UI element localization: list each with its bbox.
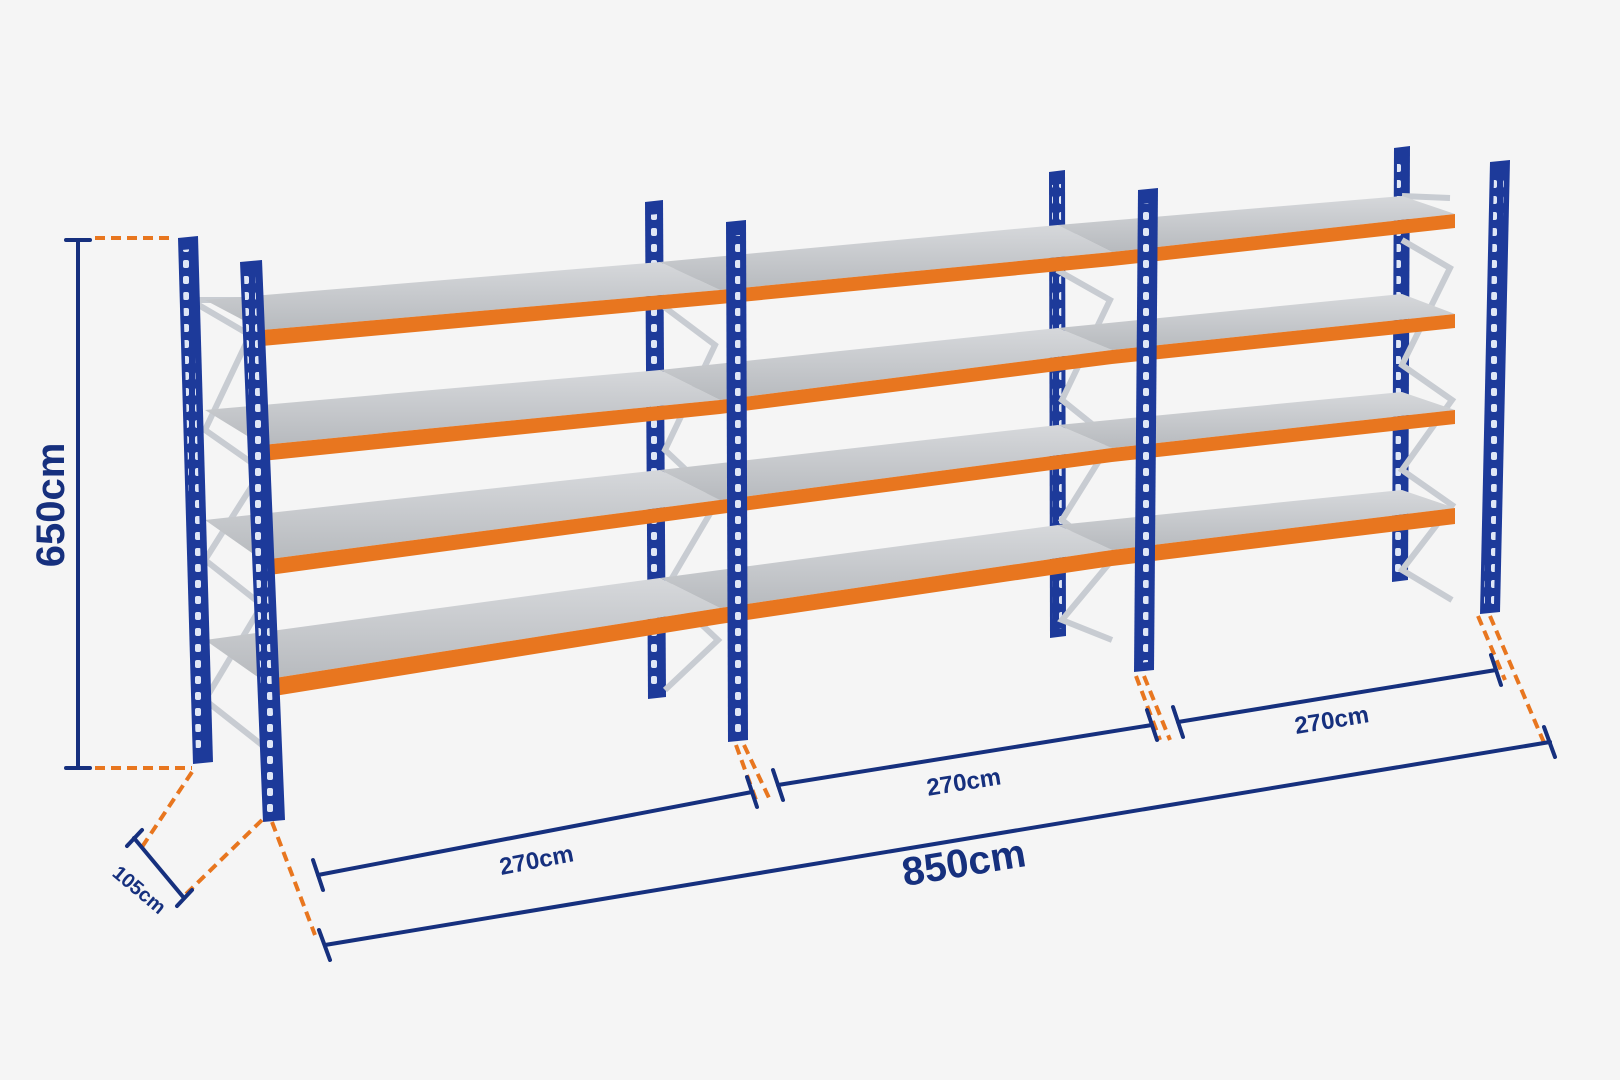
bay-2-beam-1 <box>720 252 1112 304</box>
bay-1-deck-2 <box>205 370 720 445</box>
bay-3-deck-4 <box>1058 490 1455 550</box>
front-upright-3 <box>1480 160 1510 614</box>
bay-1-deck-1 <box>205 262 720 330</box>
bay-1-beam-1 <box>262 290 720 346</box>
bay-1-beam-3 <box>262 500 720 576</box>
bay-3-deck-3 <box>1058 392 1455 448</box>
bay-2-beam-3 <box>720 448 1112 514</box>
height-dimension-line <box>64 238 92 770</box>
height-label: 650cm <box>29 443 73 568</box>
bay-3-beam-1 <box>1112 214 1455 266</box>
bay-1-width-label: 270cm <box>497 840 575 881</box>
side-bracing <box>188 193 1457 748</box>
bay-2-width-label: 270cm <box>925 763 1003 801</box>
bay-1-beam-4 <box>262 608 720 698</box>
dimension-lines <box>64 238 1557 962</box>
bay-3-deck-2 <box>1058 294 1455 350</box>
front-upright-0-back <box>178 236 213 764</box>
bay-3-dimension-line <box>1171 653 1503 739</box>
bay-2-dimension-line <box>771 708 1159 802</box>
front-uprights <box>178 160 1510 822</box>
bay-1-deck-4 <box>205 578 720 680</box>
bay-2-deck-3 <box>660 425 1112 500</box>
bay-2-beam-4 <box>720 550 1112 624</box>
total-length-label: 850cm <box>899 831 1029 895</box>
bay-1-dimension-line <box>311 775 759 892</box>
bay-2-deck-1 <box>660 225 1112 290</box>
bay-2-deck-4 <box>660 525 1112 608</box>
bay-2-beam-2 <box>720 350 1112 414</box>
bay-1-beam-2 <box>262 400 720 461</box>
back-upright-1 <box>645 200 666 699</box>
extension-lines <box>95 236 1547 936</box>
rack-structure <box>178 146 1510 822</box>
bay-3-beam-3 <box>1112 410 1455 462</box>
bay-3-width-label: 270cm <box>1293 701 1371 740</box>
shelves <box>205 196 1455 698</box>
total-length-dimension-line <box>317 725 1557 962</box>
depth-dimension-line <box>125 828 194 908</box>
bay-1-shelves <box>205 262 720 698</box>
bay-1-deck-3 <box>205 470 720 560</box>
bay-3-beam-2 <box>1112 314 1455 364</box>
front-upright-1 <box>726 220 748 742</box>
front-upright-2 <box>1134 188 1158 672</box>
bay-3-beam-4 <box>1112 508 1455 566</box>
front-upright-0 <box>240 260 285 822</box>
bay-2-deck-2 <box>660 328 1112 400</box>
bay-2-shelves <box>660 225 1112 624</box>
